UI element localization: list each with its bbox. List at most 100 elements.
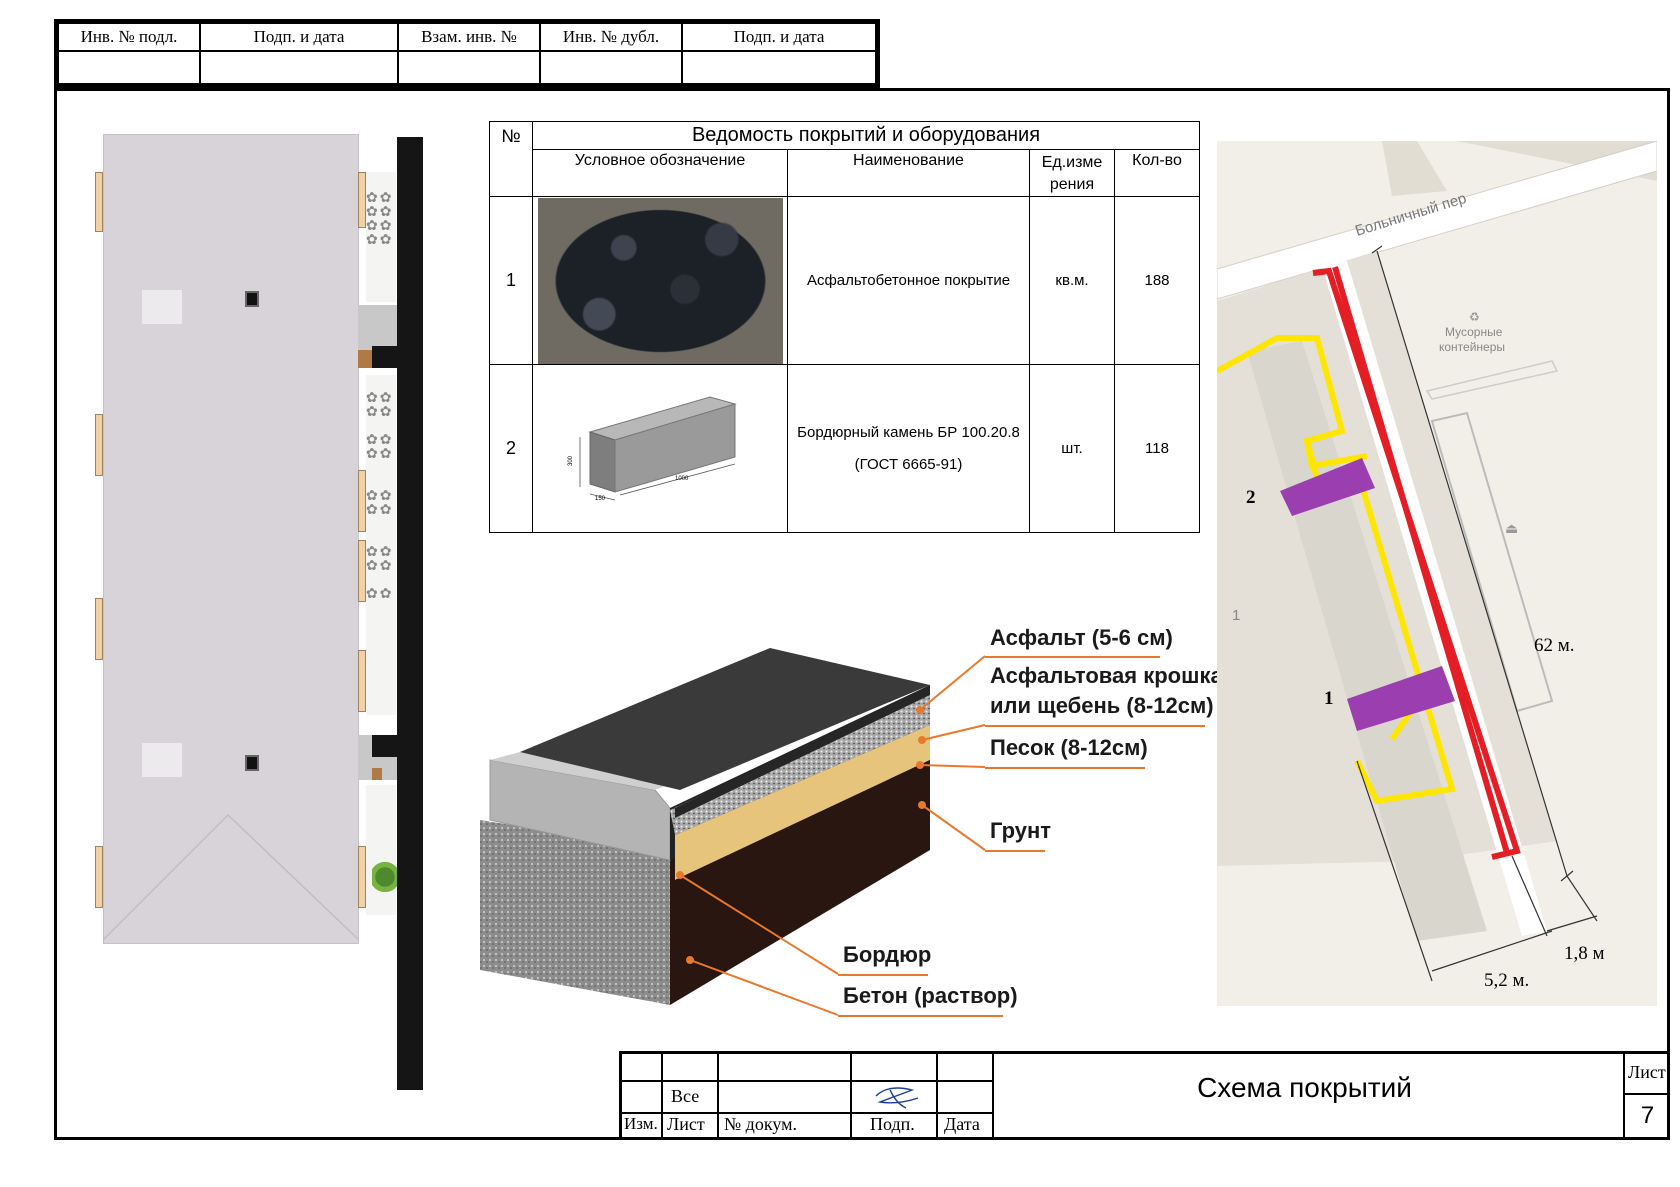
signature-icon bbox=[875, 1087, 919, 1109]
row-qty: 188 bbox=[1114, 196, 1200, 365]
leader-line bbox=[985, 656, 1160, 658]
marker-1: 1 bbox=[1324, 688, 1334, 709]
stamp-cell bbox=[57, 50, 201, 85]
pillar bbox=[358, 540, 366, 602]
curb-dim-width: 150 bbox=[595, 496, 606, 502]
map-poi-label: контейнеры bbox=[1439, 340, 1505, 354]
pillar bbox=[358, 846, 366, 908]
tb-sheet-label: Лист bbox=[1628, 1062, 1666, 1082]
shrub-icon: ✿✿✿✿✿✿✿✿ bbox=[366, 189, 394, 247]
building-number: 1 bbox=[1232, 607, 1240, 624]
col-name-header: Наименование bbox=[787, 149, 1030, 197]
table-title: Ведомость покрытий и оборудования bbox=[532, 121, 1200, 150]
soil-front bbox=[480, 820, 670, 1005]
leader-line bbox=[985, 725, 1205, 727]
entrance-porch bbox=[358, 305, 398, 350]
tb-sign: Подп. bbox=[870, 1114, 915, 1134]
driveway-link bbox=[372, 346, 400, 368]
green-strip bbox=[366, 172, 396, 302]
roof-hatch bbox=[142, 743, 182, 777]
drawing-title: Схема покрытий bbox=[1197, 1072, 1412, 1103]
row-name: Асфальтобетонное покрытие bbox=[787, 196, 1030, 365]
pillar bbox=[95, 598, 103, 660]
dim-18-label: 1,8 м bbox=[1564, 943, 1605, 964]
row-qty: 118 bbox=[1114, 364, 1200, 533]
leader-lines bbox=[676, 655, 986, 1016]
num-header: № bbox=[489, 121, 533, 197]
col-unit-header: Ед.изме рения bbox=[1029, 149, 1115, 197]
stamp-header: Инв. № дубл. bbox=[539, 22, 683, 52]
sand-layer bbox=[675, 725, 930, 880]
asphalt-top bbox=[520, 648, 930, 790]
dim-62-label: 62 м. bbox=[1534, 635, 1575, 656]
dim-52-label: 5,2 м. bbox=[1484, 970, 1529, 991]
pillar bbox=[358, 470, 366, 532]
curb-dim-height: 300 bbox=[568, 455, 574, 466]
col-symbol-header: Условное обозначение bbox=[532, 149, 788, 197]
tb-list: Лист bbox=[667, 1114, 705, 1134]
tb-all: Все bbox=[671, 1086, 700, 1106]
parking-icon: ⏏ bbox=[1505, 520, 1518, 536]
stamp-header: Взам. инв. № bbox=[397, 22, 541, 52]
trash-icon: ♻ bbox=[1469, 310, 1480, 324]
top-stamp: Инв. № подл. Подп. и дата Взам. инв. № И… bbox=[54, 19, 880, 88]
pillar bbox=[358, 650, 366, 712]
leader-line bbox=[838, 1015, 1003, 1017]
roof-hatch bbox=[142, 290, 182, 324]
asphalt-layer bbox=[675, 685, 930, 818]
leader-line bbox=[985, 767, 1145, 769]
label-crumb-2: или щебень (8-12см) bbox=[990, 693, 1214, 718]
curb-stone-icon: 300 1000 150 bbox=[568, 395, 737, 502]
stamp-cell bbox=[199, 50, 399, 85]
soil-layer bbox=[675, 760, 930, 975]
pillar bbox=[95, 414, 103, 476]
curb-dim-length: 1000 bbox=[675, 476, 689, 482]
tree-icon bbox=[372, 860, 398, 894]
label-asphalt: Асфальт (5-6 см) bbox=[990, 625, 1173, 650]
stamp-cell bbox=[539, 50, 683, 85]
road bbox=[397, 137, 423, 1090]
row-unit: шт. bbox=[1029, 364, 1115, 533]
pillar bbox=[95, 846, 103, 908]
pavement-cross-section bbox=[480, 648, 930, 1005]
col-qty-header: Кол-во bbox=[1114, 149, 1200, 197]
green-strip bbox=[366, 785, 396, 915]
table-row: 2 300 1000 150 Бордюрный камень БР 100.2… bbox=[489, 364, 1200, 533]
green-strip bbox=[366, 375, 396, 715]
tb-date: Дата bbox=[944, 1114, 980, 1134]
tb-doc: № докум. bbox=[724, 1114, 797, 1134]
pillar bbox=[95, 172, 103, 232]
table-row: 1 Асфальтобетонное покрытие кв.м. 188 bbox=[489, 196, 1200, 365]
curb-top bbox=[490, 752, 680, 790]
shrub-icon: ✿✿✿✿✿✿✿✿✿✿✿✿✿✿✿✿✿✿ bbox=[366, 389, 394, 601]
stamp-header: Подп. и дата bbox=[199, 22, 399, 52]
stamp-header: Инв. № подл. bbox=[57, 22, 201, 52]
row-num: 1 bbox=[489, 196, 533, 365]
stamp-cell bbox=[397, 50, 541, 85]
leader-line bbox=[838, 974, 928, 976]
tb-izm: Изм. bbox=[624, 1114, 658, 1133]
entrance-step bbox=[372, 768, 382, 780]
leader-line bbox=[985, 850, 1045, 852]
tb-sheet-number: 7 bbox=[1640, 1102, 1655, 1129]
label-sand: Песок (8-12см) bbox=[990, 735, 1148, 760]
vent-icon bbox=[245, 291, 259, 307]
asphalt-texture-icon bbox=[537, 197, 783, 364]
site-map: Больничный пер Мусорные контейнеры ♻ ⏏ 6… bbox=[1217, 141, 1657, 1006]
building-roof bbox=[103, 134, 359, 944]
curb-symbol: 300 1000 150 bbox=[532, 364, 788, 533]
label-concrete: Бетон (раствор) bbox=[843, 983, 1018, 1008]
driveway-link bbox=[372, 735, 400, 757]
label-curb: Бордюр bbox=[843, 942, 932, 967]
title-block: Все Изм. Лист № докум. Подп. Дата Схема … bbox=[619, 1051, 1670, 1140]
label-crumb: Асфальтовая крошка bbox=[990, 663, 1223, 688]
row-name: Бордюрный камень БР 100.20.8 (ГОСТ 6665-… bbox=[787, 364, 1030, 533]
row-unit: кв.м. bbox=[1029, 196, 1115, 365]
pillar bbox=[358, 172, 366, 228]
label-soil: Грунт bbox=[990, 818, 1052, 843]
row-num: 2 bbox=[489, 364, 533, 533]
stamp-cell bbox=[681, 50, 877, 85]
roof-ridge bbox=[103, 813, 359, 941]
marker-2: 2 bbox=[1246, 487, 1256, 508]
vent-icon bbox=[245, 755, 259, 771]
